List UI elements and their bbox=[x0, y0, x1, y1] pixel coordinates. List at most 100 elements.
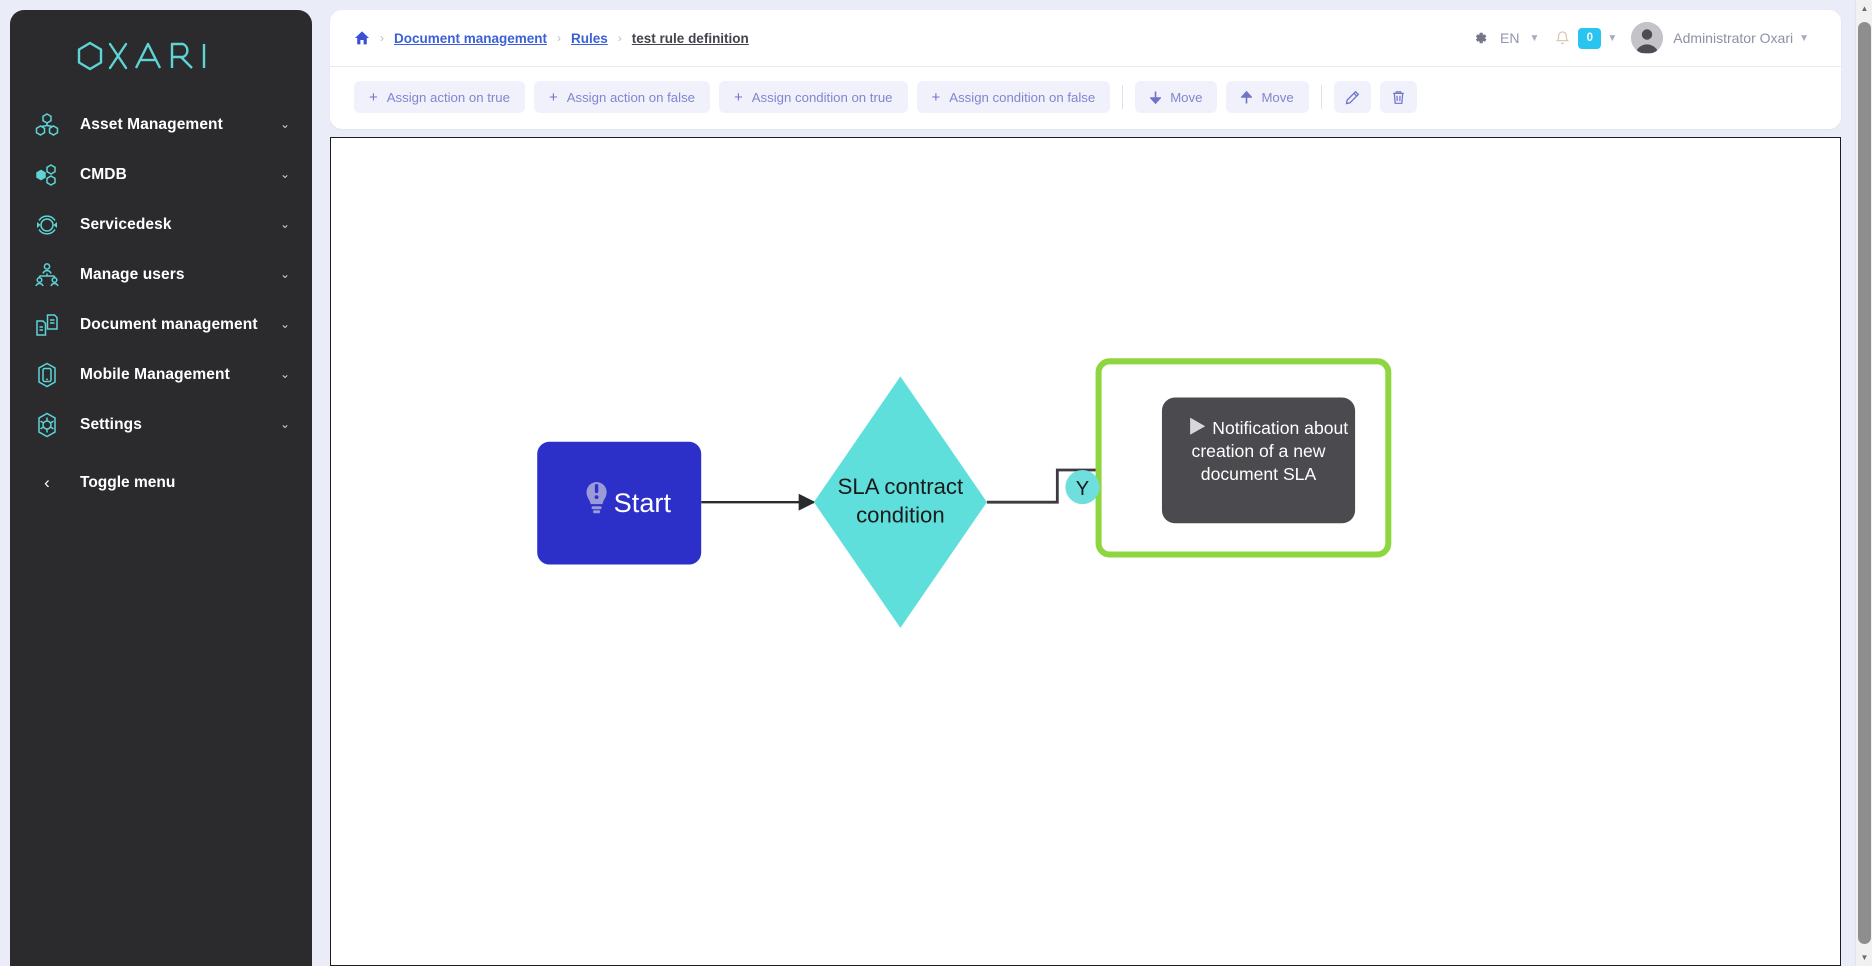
toolbar: + Assign action on true + Assign action … bbox=[330, 67, 1841, 129]
sidebar-item-settings[interactable]: Settings ⌄ bbox=[10, 400, 312, 450]
node-label-condition-line1: SLA contract bbox=[838, 474, 963, 499]
chevron-down-icon[interactable]: ▼ bbox=[1799, 32, 1809, 44]
breadcrumb-current: test rule definition bbox=[631, 30, 749, 46]
sidebar-item-servicedesk[interactable]: Servicedesk ⌄ bbox=[10, 200, 312, 250]
move-up-button[interactable]: Move bbox=[1226, 81, 1309, 113]
chevron-down-icon[interactable]: ⌄ bbox=[279, 367, 290, 381]
plus-icon: + bbox=[734, 88, 743, 106]
oxari-logo-icon bbox=[77, 41, 206, 71]
gear-icon[interactable] bbox=[1464, 30, 1496, 46]
mobile-management-icon bbox=[30, 358, 64, 392]
toolbar-divider bbox=[1320, 85, 1322, 109]
breadcrumb-link-rules[interactable]: Rules bbox=[571, 30, 608, 46]
asset-management-icon bbox=[30, 108, 64, 142]
document-management-icon bbox=[30, 308, 64, 342]
manage-users-icon bbox=[30, 258, 64, 292]
breadcrumb-separator: › bbox=[557, 31, 562, 45]
sidebar-item-cmdb[interactable]: CMDB ⌄ bbox=[10, 150, 312, 200]
sidebar-item-mobile-management[interactable]: Mobile Management ⌄ bbox=[10, 350, 312, 400]
notification-badge[interactable]: 0 bbox=[1578, 27, 1602, 49]
main-area: › Document management › Rules › test rul… bbox=[312, 0, 1855, 966]
chevron-down-icon[interactable]: ⌄ bbox=[279, 317, 290, 331]
diagram-node-start[interactable]: Start bbox=[537, 441, 702, 565]
sidebar-item-label: Servicedesk bbox=[80, 216, 172, 233]
sidebar-item-label: Settings bbox=[80, 416, 142, 433]
node-label-start: Start bbox=[614, 487, 672, 518]
rule-flow-diagram: Start SLA contract condition Y Notificat… bbox=[537, 358, 1392, 628]
plus-icon: + bbox=[548, 88, 558, 106]
edit-button[interactable] bbox=[1333, 81, 1371, 113]
chevron-down-icon[interactable]: ▼ bbox=[1529, 32, 1540, 44]
scroll-down-arrow-icon[interactable]: ▼ bbox=[1860, 953, 1869, 962]
chevron-down-icon[interactable]: ⌄ bbox=[279, 167, 290, 181]
sidebar-item-label: Document management bbox=[80, 316, 258, 333]
bell-icon[interactable] bbox=[1549, 30, 1576, 46]
node-label-action-line1: Notification about bbox=[1212, 418, 1348, 438]
rule-diagram-canvas[interactable]: Start SLA contract condition Y Notificat… bbox=[330, 137, 1841, 966]
button-label: Move bbox=[1170, 89, 1203, 105]
button-label: Assign condition on false bbox=[949, 89, 1096, 105]
sidebar-item-manage-users[interactable]: Manage users ⌄ bbox=[10, 250, 312, 300]
assign-action-on-true-button[interactable]: + Assign action on true bbox=[354, 81, 525, 113]
delete-button[interactable] bbox=[1379, 81, 1417, 113]
button-label: Assign action on true bbox=[386, 89, 510, 105]
node-label-condition-line2: condition bbox=[856, 502, 945, 527]
move-down-button[interactable]: Move bbox=[1135, 81, 1218, 113]
cmdb-icon bbox=[30, 158, 64, 192]
lightbulb-alert-icon bbox=[586, 482, 607, 514]
page-scrollbar[interactable]: ▲ ▼ bbox=[1855, 0, 1872, 966]
home-icon[interactable] bbox=[354, 30, 370, 46]
edge-condition-to-action bbox=[986, 460, 1116, 504]
button-label: Move bbox=[1261, 89, 1294, 105]
user-name[interactable]: Administrator Oxari bbox=[1673, 30, 1794, 46]
toolbar-divider bbox=[1122, 85, 1124, 109]
chevron-down-icon[interactable]: ⌄ bbox=[279, 417, 290, 431]
chevron-down-icon[interactable]: ⌄ bbox=[279, 217, 290, 231]
chevron-down-icon[interactable]: ⌄ bbox=[279, 267, 290, 281]
toggle-menu-label: Toggle menu bbox=[80, 474, 176, 491]
breadcrumb-separator: › bbox=[617, 31, 622, 45]
play-triangle-icon bbox=[1190, 417, 1206, 435]
diagram-node-condition[interactable]: SLA contract condition bbox=[813, 376, 987, 628]
avatar[interactable] bbox=[1631, 22, 1664, 54]
breadcrumb-separator: › bbox=[380, 31, 384, 45]
servicedesk-icon bbox=[30, 208, 64, 242]
edge-label-yes-text: Y bbox=[1076, 478, 1089, 500]
chevron-down-icon[interactable]: ⌄ bbox=[279, 117, 290, 131]
breadcrumb-link-document-management[interactable]: Document management bbox=[394, 30, 548, 46]
edge-label-yes: Y bbox=[1065, 469, 1100, 505]
sidebar-item-label: Manage users bbox=[80, 266, 185, 283]
sidebar-item-label: Mobile Management bbox=[80, 366, 230, 383]
sidebar-item-asset-management[interactable]: Asset Management ⌄ bbox=[10, 100, 312, 150]
header-card: › Document management › Rules › test rul… bbox=[330, 10, 1841, 129]
plus-icon: + bbox=[931, 88, 941, 106]
button-label: Assign action on false bbox=[566, 89, 695, 105]
arrow-up-icon bbox=[1241, 90, 1253, 104]
assign-condition-on-false-button[interactable]: + Assign condition on false bbox=[916, 81, 1111, 113]
topbar-actions: EN ▼ 0 ▼ Administrator bbox=[1464, 22, 1819, 54]
scrollbar-thumb[interactable] bbox=[1858, 22, 1871, 944]
sidebar: Asset Management ⌄ CMDB ⌄ Servicedesk ⌄ bbox=[10, 10, 312, 966]
chevron-down-icon[interactable]: ▼ bbox=[1607, 32, 1618, 44]
scroll-up-arrow-icon[interactable]: ▲ bbox=[1860, 4, 1869, 13]
node-label-action-line2: creation of a new bbox=[1192, 441, 1326, 461]
diagram-node-action[interactable]: Notification about creation of a new doc… bbox=[1161, 397, 1356, 524]
pencil-icon bbox=[1345, 90, 1360, 105]
language-selector[interactable]: EN bbox=[1500, 30, 1520, 46]
chevron-left-icon: ‹ bbox=[44, 473, 50, 492]
breadcrumb: › Document management › Rules › test rul… bbox=[354, 30, 749, 46]
toggle-menu-button[interactable]: ‹ Toggle menu bbox=[10, 458, 312, 508]
node-label-action-line3: document SLA bbox=[1201, 464, 1317, 484]
assign-condition-on-true-button[interactable]: + Assign condition on true bbox=[719, 81, 908, 113]
topbar: › Document management › Rules › test rul… bbox=[330, 10, 1841, 67]
settings-gear-icon bbox=[30, 408, 64, 442]
trash-icon bbox=[1391, 90, 1406, 105]
sidebar-item-label: CMDB bbox=[80, 166, 127, 183]
arrow-down-icon bbox=[1150, 91, 1162, 104]
app-logo[interactable] bbox=[10, 28, 312, 84]
sidebar-item-document-management[interactable]: Document management ⌄ bbox=[10, 300, 312, 350]
button-label: Assign condition on true bbox=[751, 89, 893, 105]
sidebar-item-label: Asset Management bbox=[80, 116, 223, 133]
assign-action-on-false-button[interactable]: + Assign action on false bbox=[533, 81, 710, 113]
plus-icon: + bbox=[369, 88, 378, 106]
